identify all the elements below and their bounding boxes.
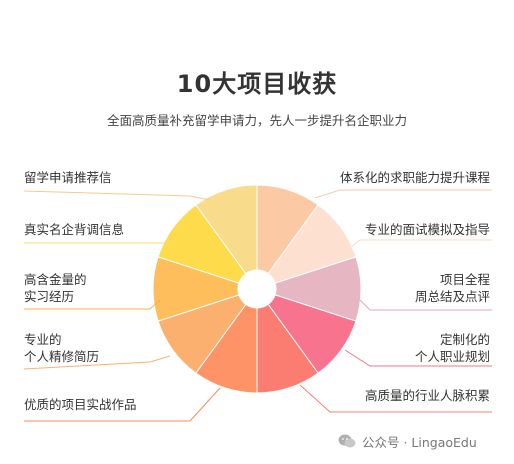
harvest-item-right-5: 高质量的行业人脉积累 bbox=[365, 387, 490, 404]
connector-line bbox=[351, 239, 492, 247]
page-title: 10大项目收获 bbox=[176, 70, 338, 98]
wheel-hub bbox=[239, 271, 275, 307]
harvest-item-text: 体系化的求职能力提升课程 bbox=[339, 170, 490, 185]
harvest-item-left-5: 优质的项目实战作品 bbox=[24, 396, 137, 413]
harvest-item-text: 高质量的行业人脉积累 bbox=[364, 388, 490, 403]
harvest-item-left-1: 留学申请推荐信 bbox=[24, 169, 112, 186]
harvest-item-text: 个人精修简历 bbox=[24, 349, 100, 364]
harvest-item-right-1: 体系化的求职能力提升课程 bbox=[340, 169, 490, 186]
connector-line bbox=[359, 299, 492, 311]
connector-line bbox=[23, 190, 211, 201]
wechat-icon bbox=[338, 434, 356, 448]
harvest-item-right-3: 项目全程周总结及点评 bbox=[415, 271, 490, 305]
harvest-item-left-2: 真实名企背调信息 bbox=[24, 221, 124, 238]
harvest-item-right-2: 专业的面试模拟及指导 bbox=[365, 221, 490, 238]
connector-line bbox=[314, 189, 492, 199]
connector-line bbox=[344, 349, 492, 367]
harvest-item-text: 留学申请推荐信 bbox=[24, 170, 112, 185]
harvest-item-left-3: 高含金量的实习经历 bbox=[24, 271, 87, 305]
harvest-item-text: 实习经历 bbox=[24, 289, 75, 304]
connector-line bbox=[24, 299, 161, 310]
harvest-item-text: 专业的 bbox=[24, 332, 62, 347]
page-subtitle: 全面高质量补充留学申请力，先人一步提升名企职业力 bbox=[106, 113, 407, 128]
watermark: 公众号 · LingaoEdu bbox=[338, 430, 477, 452]
connector-line bbox=[23, 355, 171, 370]
harvest-item-text: 专业的面试模拟及指导 bbox=[364, 222, 490, 237]
harvest-item-text: 高含金量的 bbox=[24, 272, 87, 287]
harvest-item-text: 周总结及点评 bbox=[414, 289, 490, 304]
harvest-item-right-4: 定制化的个人职业规划 bbox=[415, 331, 490, 365]
wheel-segment bbox=[195, 184, 258, 275]
harvest-item-text: 个人职业规划 bbox=[414, 349, 490, 364]
connector-line bbox=[299, 384, 492, 413]
connector-line bbox=[24, 387, 221, 422]
harvest-item-text: 真实名企背调信息 bbox=[24, 222, 125, 237]
harvest-item-left-4: 专业的个人精修简历 bbox=[24, 331, 99, 365]
harvest-item-text: 定制化的 bbox=[439, 332, 490, 347]
harvest-item-text: 项目全程 bbox=[439, 272, 490, 287]
harvest-item-text: 优质的项目实战作品 bbox=[24, 397, 137, 412]
watermark-text: 公众号 · LingaoEdu bbox=[362, 434, 477, 450]
